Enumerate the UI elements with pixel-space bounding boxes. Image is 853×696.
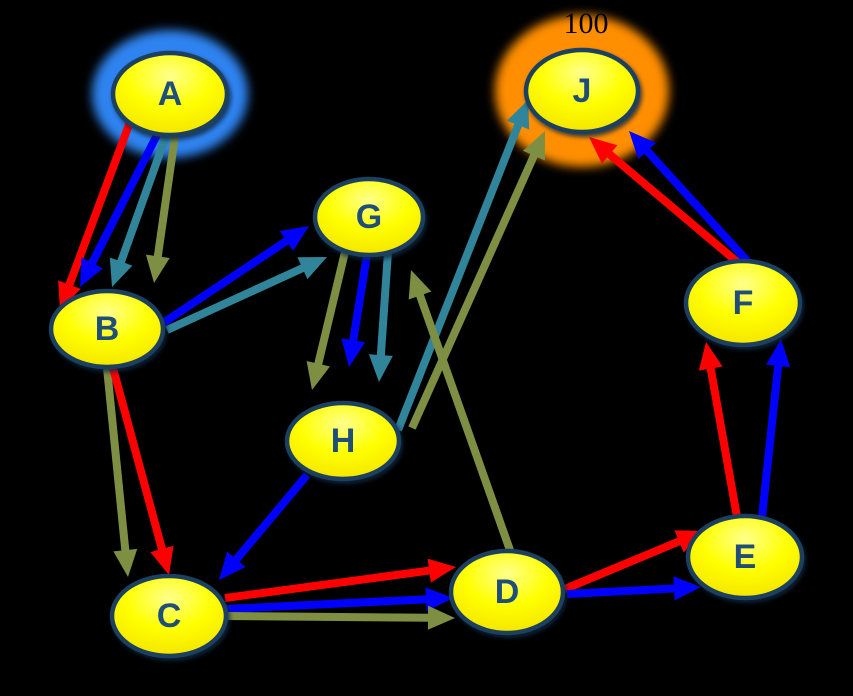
edge-F-J-blue <box>629 131 752 266</box>
node-label-C: C <box>157 597 182 635</box>
annotations-layer: 100 <box>564 7 609 40</box>
edge-A-B-blue <box>80 131 162 287</box>
node-label-J: J <box>573 72 592 110</box>
node-G[interactable]: G <box>312 176 426 258</box>
node-label-F: F <box>733 284 754 322</box>
node-label-A: A <box>158 75 183 113</box>
edge-B-C-olive <box>103 367 138 577</box>
node-label-G: G <box>356 198 382 236</box>
node-B[interactable]: B <box>48 288 166 370</box>
edge-B-G-blue <box>160 226 309 327</box>
edge-C-D-red <box>224 558 456 602</box>
edge-A-B-olive <box>145 135 179 283</box>
edge-A-B-teal <box>109 134 170 287</box>
node-label-E: E <box>734 538 757 576</box>
edge-G-H-teal <box>368 251 393 382</box>
edge-G-H-blue <box>341 254 371 367</box>
node-J[interactable]: J <box>523 47 641 135</box>
node-H[interactable]: H <box>284 400 402 482</box>
node-E[interactable]: E <box>685 513 805 601</box>
node-C[interactable]: C <box>109 573 229 659</box>
edge-E-F-blue <box>758 339 791 518</box>
edge-F-J-red <box>589 137 745 270</box>
edge-E-F-red <box>698 342 741 518</box>
node-value-annotation: 100 <box>564 7 609 40</box>
edge-D-G-olive <box>408 270 515 555</box>
edge-H-C-blue <box>219 472 311 580</box>
nodes-layer: A J G B F H E D C <box>48 47 805 659</box>
node-D[interactable]: D <box>448 548 566 636</box>
node-label-H: H <box>331 422 356 460</box>
node-F[interactable]: F <box>683 258 803 348</box>
edge-D-E-blue <box>566 576 701 601</box>
edge-H-J-teal <box>394 100 530 432</box>
edge-G-H-olive <box>306 251 349 390</box>
edge-B-C-red <box>109 366 174 575</box>
edge-C-D-blue <box>225 587 453 613</box>
edge-B-G-teal <box>165 257 327 334</box>
node-A[interactable]: A <box>110 50 230 138</box>
edges-layer <box>58 100 791 630</box>
edge-C-D-olive <box>225 605 455 630</box>
edge-H-J-olive <box>408 131 545 430</box>
node-label-D: D <box>495 573 520 611</box>
node-label-B: B <box>95 310 120 348</box>
